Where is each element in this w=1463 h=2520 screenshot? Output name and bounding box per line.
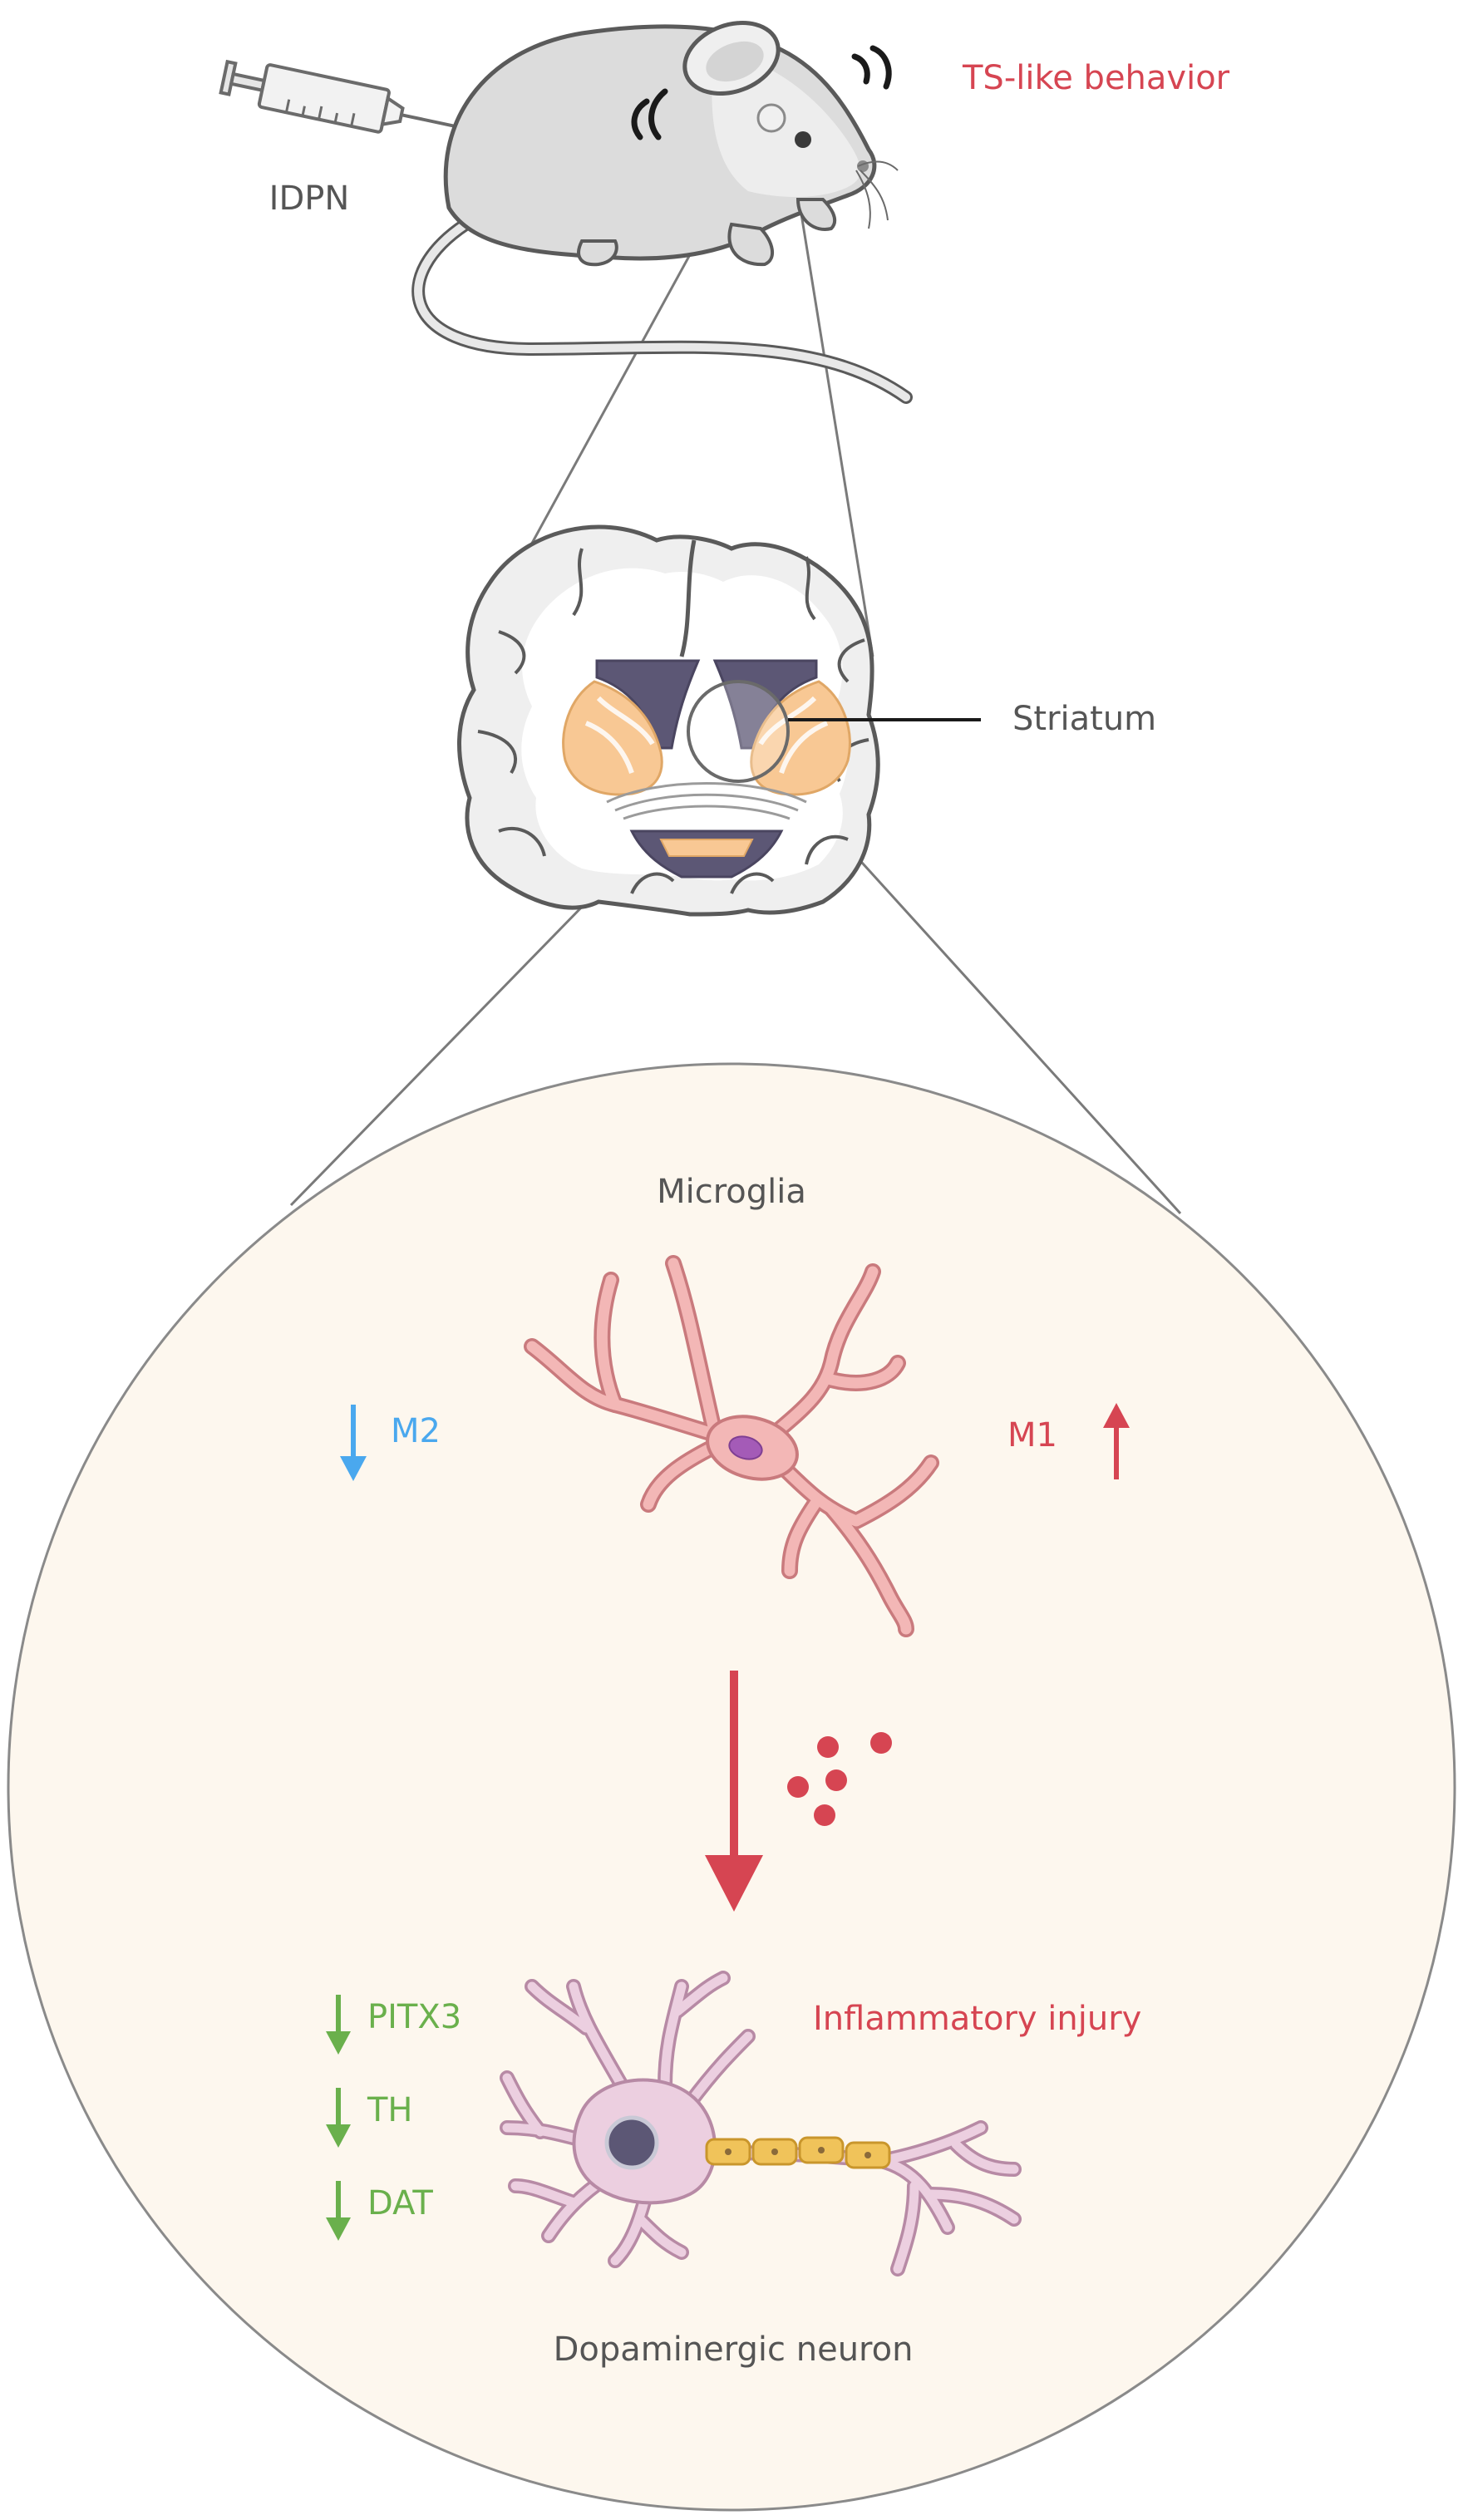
m1-up-arrow-icon [1103, 1403, 1130, 1479]
th-down-arrow-icon [326, 2088, 351, 2148]
mouse-eye [795, 131, 811, 148]
microglia-to-neuron-arrow-icon [705, 1671, 763, 1912]
ts-behavior-label: TS-like behavior [962, 59, 1230, 97]
m2-label: M2 [391, 1412, 441, 1450]
dat-label: DAT [367, 2184, 433, 2222]
idpn-label: IDPN [269, 180, 350, 218]
pitx3-down-arrow-icon [326, 1995, 351, 2055]
microglia-label: Microglia [657, 1173, 806, 1211]
inflammatory-injury-label: Inflammatory injury [813, 2000, 1141, 2038]
microglia-cell [524, 1255, 939, 1637]
brain-white-matter [521, 568, 849, 881]
dopaminergic-neuron-label: Dopaminergic neuron [554, 2331, 914, 2369]
tic-motion-marks [631, 45, 892, 140]
m2-down-arrow-icon [340, 1405, 367, 1481]
dat-down-arrow-icon [326, 2181, 351, 2241]
m1-label: M1 [1007, 1416, 1057, 1454]
microglia-nucleus [728, 1435, 763, 1460]
striatum-zoom-ring [687, 680, 790, 783]
striatum-label: Striatum [1012, 700, 1156, 738]
syringe-icon [219, 59, 462, 134]
th-label: TH [367, 2091, 413, 2129]
dopaminergic-neuron [500, 1971, 1022, 2276]
injection-site-marker [756, 103, 786, 133]
pitx3-label: PITX3 [367, 1998, 461, 2036]
neuron-nucleus [604, 2115, 659, 2170]
mouse-illustration [411, 20, 913, 404]
cytokine-dots [787, 1732, 892, 1826]
brain-section [457, 524, 981, 917]
